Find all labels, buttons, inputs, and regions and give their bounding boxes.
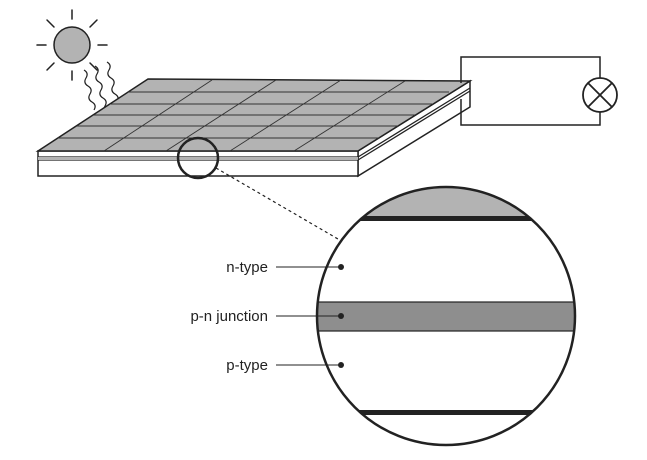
- top-dark-band: [317, 216, 575, 221]
- pn-junction-label: p-n junction: [190, 308, 268, 325]
- zoom-indicator: [176, 136, 220, 180]
- circuit: [460, 56, 601, 126]
- p-type-marker: [338, 362, 344, 368]
- pn-junction-layer: [317, 301, 575, 332]
- sun-icon: [36, 9, 108, 81]
- zoom-leader-line: [215, 167, 351, 247]
- solar-panel: [35, 78, 473, 178]
- n-type-marker: [338, 264, 344, 270]
- magnified-view: [315, 185, 577, 447]
- p-type-label: p-type: [226, 357, 268, 374]
- bottom-dark-band: [317, 410, 575, 415]
- lamp-icon: [582, 77, 618, 113]
- n-type-label: n-type: [226, 259, 268, 276]
- label-leaders: [276, 266, 340, 366]
- top-panel-layer: [317, 187, 575, 217]
- pn-junction-marker: [338, 313, 344, 319]
